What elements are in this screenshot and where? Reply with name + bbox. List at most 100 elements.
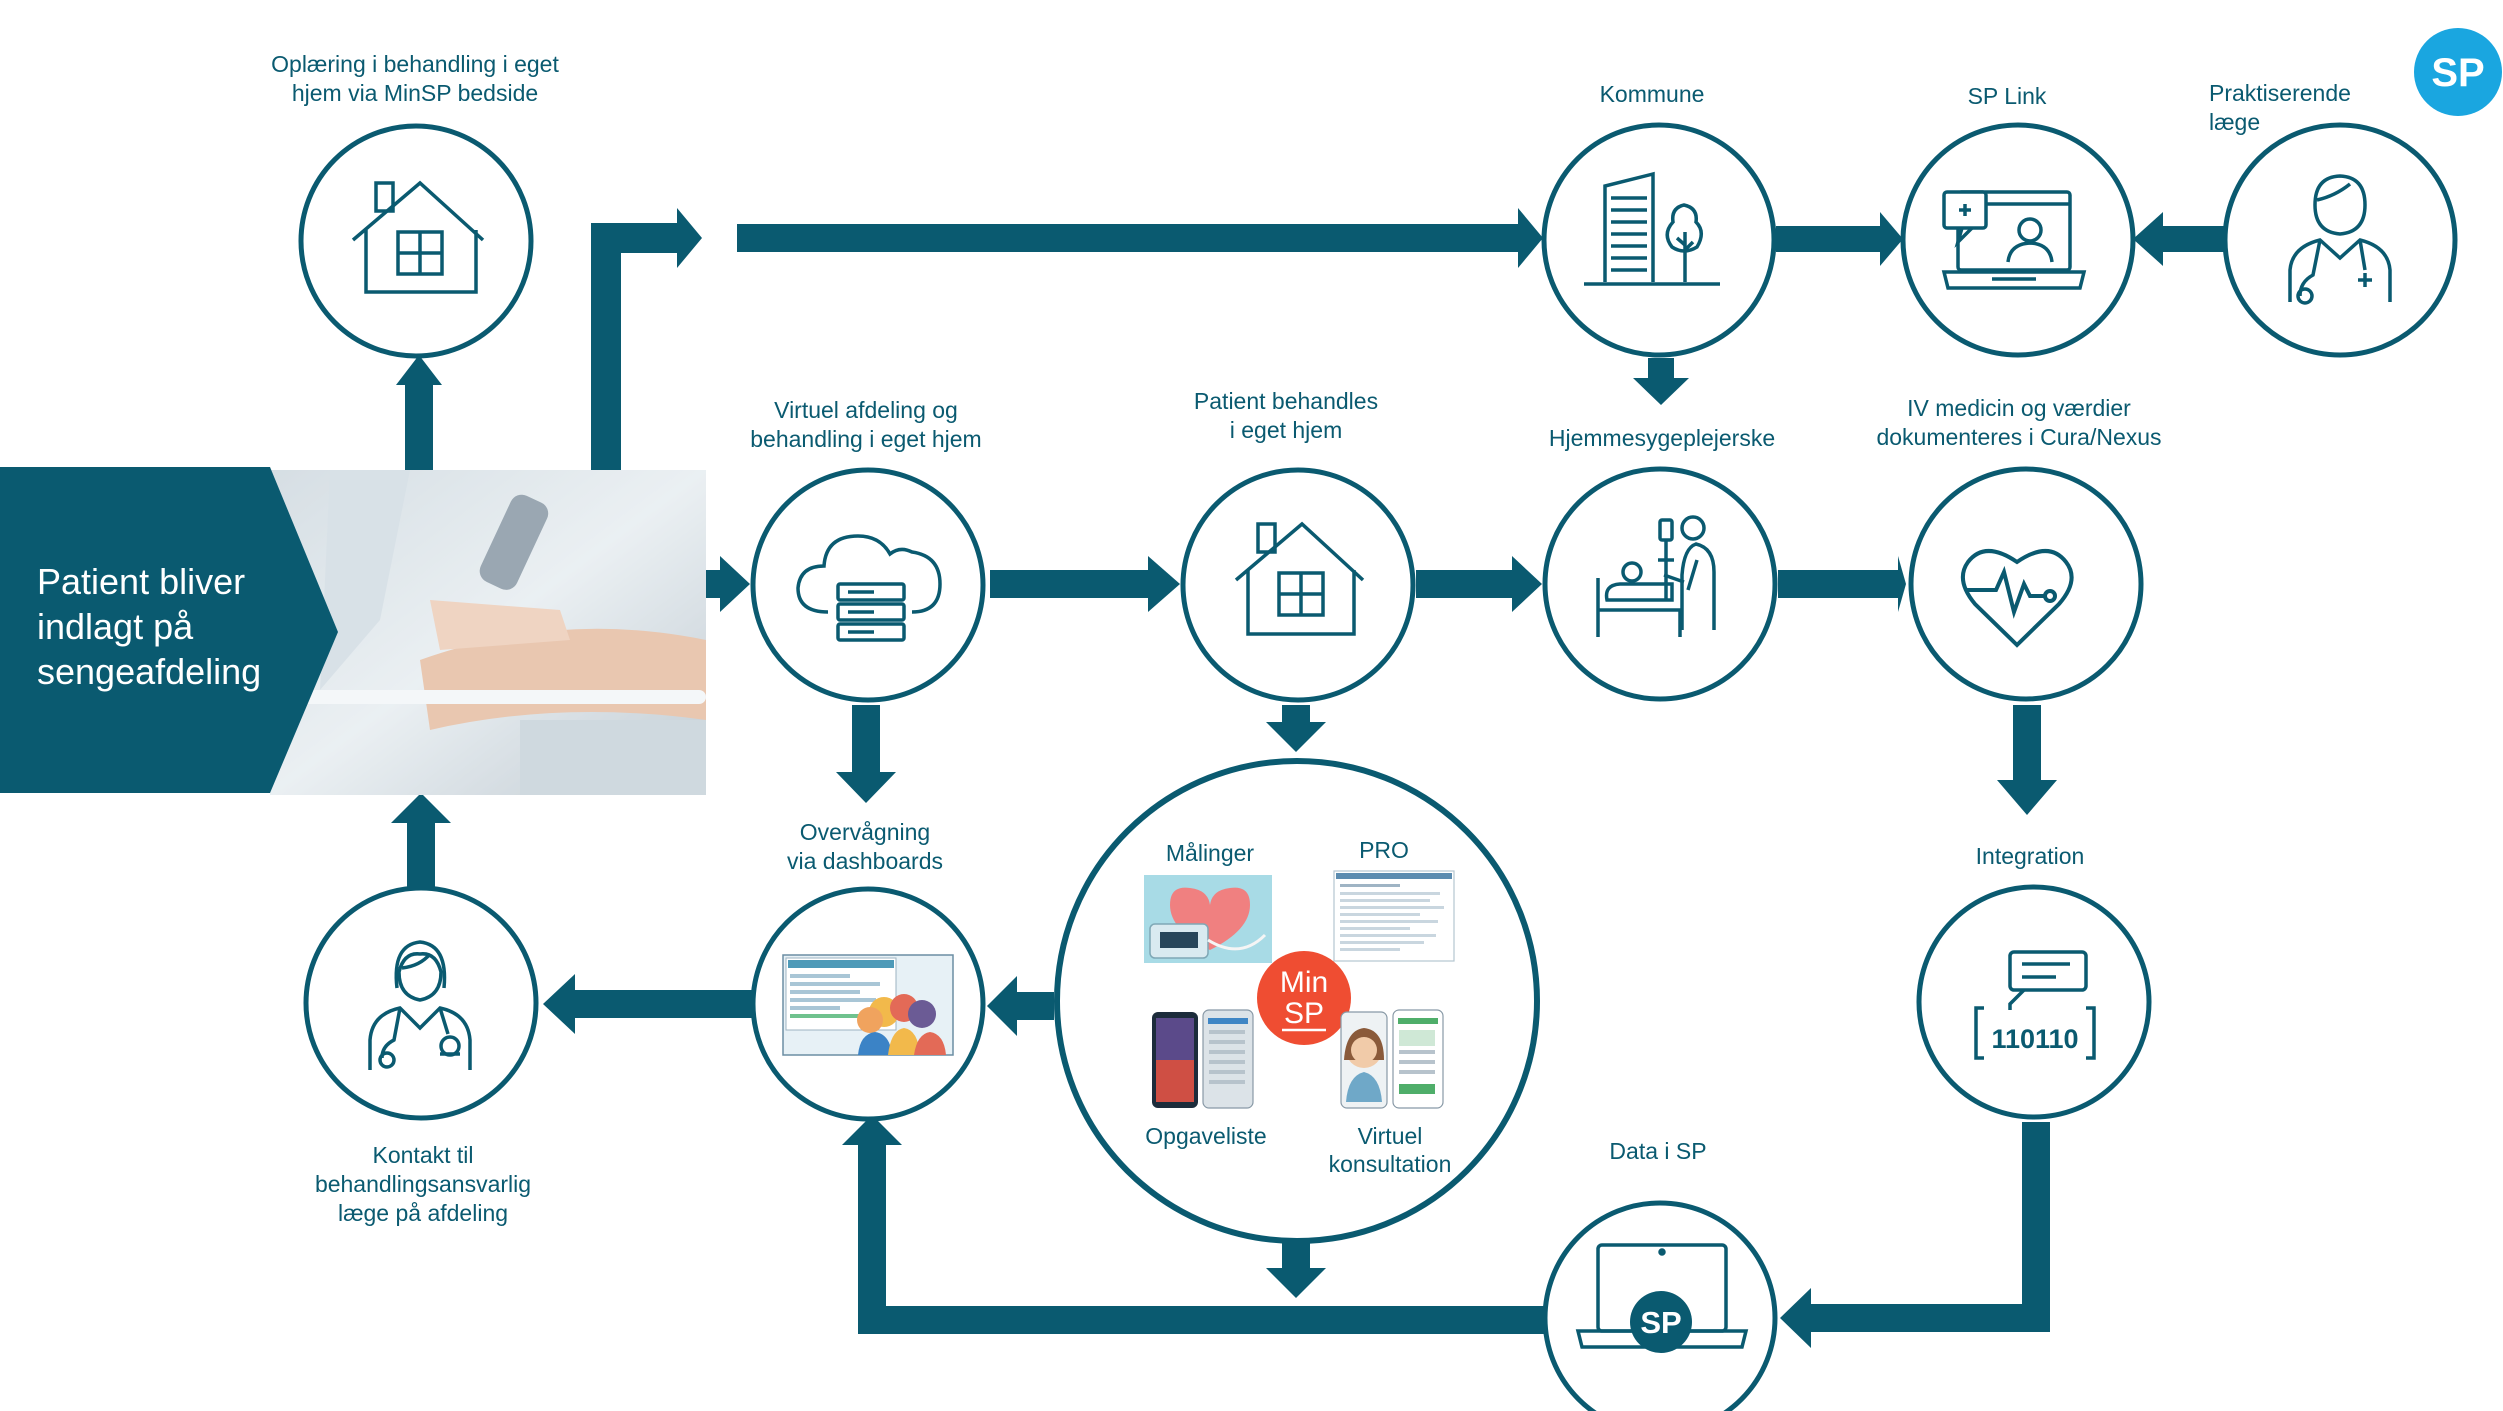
arrowhead-doctor [543, 974, 575, 1034]
connector-virtual-home [990, 570, 1152, 598]
minsp-logo: Min SP [1257, 951, 1351, 1045]
node-iv-medicine: IV medicin og værdier dokumenteres i Cur… [1876, 395, 2162, 702]
minsp-measurements-label: Målinger [1166, 840, 1255, 866]
node-home-nurse: Hjemmesygeplejerske [1542, 425, 1778, 702]
hero-banner [0, 467, 338, 793]
arrowhead-nurse-down [1633, 378, 1689, 405]
sp-logo-text: SP [2431, 51, 2484, 95]
doctor-icon [2288, 174, 2392, 305]
connector-kommune-nurse [1648, 358, 1674, 380]
data-sp-label: Data i SP [1609, 1138, 1706, 1164]
task-list-phones-thumbnail [1152, 1009, 1254, 1109]
node-gp: Praktiserende læge [2209, 80, 2458, 358]
connector-to-kommune [737, 224, 1527, 252]
hero-text-line3: sengeafdeling [37, 651, 261, 692]
building-tree-icon [1584, 171, 1720, 286]
integration-label: Integration [1976, 843, 2085, 869]
connector-virtual-monitoring [852, 705, 880, 777]
arrowhead-integration-down [1997, 780, 2057, 815]
connector-bottom-horizontal [858, 1306, 1550, 1334]
iv-medicine-label-line1: IV medicin og værdier [1907, 395, 2131, 421]
connector-kommune-splink [1776, 226, 1886, 252]
minsp-logo-line1: Min [1280, 966, 1328, 999]
virtual-ward-label-line1: Virtuel afdeling og [774, 397, 958, 423]
house-icon [1234, 521, 1365, 636]
dashboard-people-icon [782, 954, 954, 1056]
arrowhead-minsp-down [1266, 722, 1326, 752]
monitoring-label-line2: via dashboards [787, 848, 943, 874]
kommune-label: Kommune [1600, 81, 1705, 107]
connector-monitoring-doctor [575, 990, 755, 1018]
virtual-ward-label-line2: behandling i eget hjem [750, 426, 981, 452]
heart-pulse-icon [1960, 549, 2074, 648]
connector-iv-integration [2013, 705, 2041, 783]
arrowhead-virtual [720, 556, 750, 612]
arrowhead-photo-up [391, 793, 451, 823]
contact-doctor-label-line3: læge på afdeling [338, 1200, 508, 1226]
node-monitoring: Overvågning via dashboards [750, 819, 986, 1122]
arrowhead-splink [1880, 212, 1903, 266]
node-data-sp: Data i SP SP [1542, 1138, 1778, 1411]
connector-home-nurse [1416, 570, 1516, 598]
sp-link-label: SP Link [1968, 83, 2047, 109]
home-nurse-label: Hjemmesygeplejerske [1549, 425, 1775, 451]
female-doctor-icon [368, 940, 472, 1070]
home-training-label-line1: Oplæring i behandling i eget [271, 51, 559, 77]
connector-photo-to-home-training [405, 375, 433, 470]
minsp-task-list-label: Opgaveliste [1145, 1123, 1266, 1149]
patient-home-label-line2: i eget hjem [1230, 417, 1343, 443]
pro-form-thumbnail [1333, 870, 1455, 962]
node-patient-home: Patient behandles i eget hjem [1180, 388, 1416, 703]
cloud-server-icon [796, 534, 942, 642]
node-virtual-ward: Virtuel afdeling og behandling i eget hj… [750, 397, 986, 703]
contact-doctor-label-line2: behandlingsansvarlig [315, 1171, 531, 1197]
node-sp-link: SP Link [1900, 83, 2136, 358]
integration-binary-code: 110110 [1991, 1024, 2078, 1054]
connector-integration-left [1808, 1304, 2050, 1332]
connector-integration-down [2022, 1122, 2050, 1332]
node-kommune: Kommune [1541, 81, 1777, 358]
arrowhead-monitoring-down [836, 772, 896, 803]
connector-photo-elbow-vertical [591, 223, 621, 470]
minsp-virtual-label-line2: konsultation [1329, 1151, 1452, 1177]
connectors [391, 208, 2228, 1348]
minsp-pro-label: PRO [1359, 837, 1409, 863]
node-home-training: Oplæring i behandling i eget hjem via Mi… [271, 51, 559, 359]
patient-home-label-line1: Patient behandles [1194, 388, 1378, 414]
arrowhead-monitoring-up [842, 1115, 902, 1145]
virtual-consultation-phones-thumbnail [1340, 1009, 1444, 1109]
connector-minsp-monitoring [1012, 992, 1054, 1020]
connector-bottom-vertical [858, 1140, 886, 1334]
arrowhead-nurse [1512, 556, 1542, 612]
arrowhead-patient-home [1148, 556, 1180, 612]
laptop-video-call-icon [1941, 190, 2087, 290]
arrowhead-kommune [1518, 208, 1543, 268]
connector-nurse-iv [1778, 570, 1900, 598]
gp-label-line1: Praktiserende [2209, 80, 2351, 106]
arrowhead-minsp-monitoring [987, 976, 1017, 1036]
hero-text-line2: indlagt på [37, 606, 194, 647]
arrowhead-gp-splink [2133, 212, 2163, 266]
arrowhead-iv [1898, 556, 1906, 612]
hero-text-line1: Patient bliver [37, 561, 245, 602]
connector-home-minsp [1282, 705, 1310, 725]
node-contact-doctor: Kontakt til behandlingsansvarlig læge på… [303, 885, 539, 1226]
connector-doctor-photo [407, 820, 435, 888]
gp-label-line2: læge [2209, 109, 2260, 135]
iv-medicine-label-line2: dokumenteres i Cura/Nexus [1876, 424, 2161, 450]
house-icon [351, 180, 485, 294]
contact-doctor-label-line1: Kontakt til [373, 1142, 474, 1168]
minsp-logo-line2: SP [1284, 997, 1324, 1030]
binary-chat-icon [1974, 950, 2096, 1060]
connector-gp-splink [2160, 226, 2228, 252]
measurements-thumbnail [1144, 875, 1272, 963]
home-training-label-line2: hjem via MinSP bedside [292, 80, 538, 106]
node-minsp: Målinger PRO Min SP [1054, 758, 1540, 1244]
data-sp-badge: SP [1640, 1305, 1681, 1340]
node-integration: Integration 110110 [1916, 843, 2152, 1120]
hero-photo [270, 470, 706, 795]
monitoring-label-line1: Overvågning [800, 819, 930, 845]
arrowhead-elbow-right [677, 208, 702, 268]
